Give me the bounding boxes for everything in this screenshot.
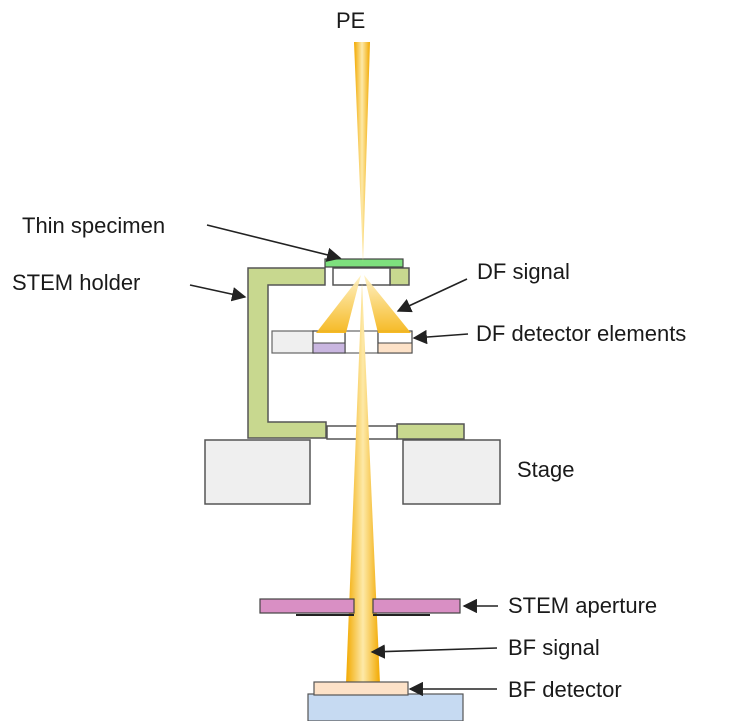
stage-block-right (402, 439, 501, 505)
label-bf-detector: BF detector (508, 677, 622, 702)
arrow-bf-signal (370, 644, 498, 659)
label-stem-holder: STEM holder (12, 270, 140, 295)
arrow-df-detector (412, 329, 469, 345)
thin-specimen (324, 258, 404, 268)
df-cone-left (316, 275, 361, 333)
df-element-left-strip (312, 342, 346, 354)
specimen-window (332, 267, 391, 286)
stem-aperture-left (259, 598, 355, 614)
label-pe: PE (336, 8, 365, 33)
label-df-detector-elements: DF detector elements (476, 321, 686, 346)
stem-aperture-right (372, 598, 461, 614)
label-df-signal: DF signal (477, 259, 570, 284)
incident-beam (354, 42, 370, 262)
label-bf-signal: BF signal (508, 635, 600, 660)
df-element-right-strip (377, 342, 413, 354)
stem-holder (247, 267, 327, 439)
arrow-stem-holder (189, 284, 247, 302)
arrow-thin-specimen (206, 224, 342, 262)
stem-holder-bottom-right (396, 423, 465, 440)
bf-beam (346, 282, 380, 684)
stage-block-left (204, 439, 311, 505)
label-stage: Stage (517, 457, 575, 482)
bf-detector (313, 681, 409, 696)
stem-holder-top-right (389, 267, 410, 286)
bf-detector-base (307, 693, 464, 721)
label-stem-aperture: STEM aperture (508, 593, 657, 618)
arrow-df-signal (396, 278, 468, 313)
df-plate-left (271, 330, 315, 354)
label-thin-specimen: Thin specimen (22, 213, 165, 238)
df-cone-right (364, 275, 411, 333)
